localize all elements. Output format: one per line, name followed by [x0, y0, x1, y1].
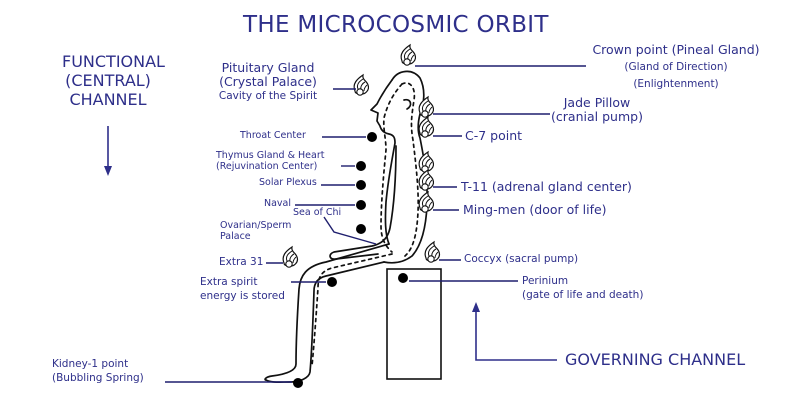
front-point-dots: [293, 132, 408, 388]
thymus-dot: [356, 161, 366, 171]
perinium-label: Perinium (gate of life and death): [522, 275, 643, 301]
solar-plexus-dot: [356, 180, 366, 190]
ovarian-dot: [356, 224, 366, 234]
functional-line3: CHANNEL: [69, 90, 147, 110]
t11-flame-upper-icon: [418, 151, 435, 173]
functional-arrow: [104, 126, 112, 176]
extra-spirit-line1: Extra spirit: [200, 276, 258, 288]
ming-men-flame-icon: [418, 191, 435, 213]
crown-line1: Crown point (Pineal Gland): [592, 42, 760, 57]
throat-dot: [367, 132, 377, 142]
kidney1-line1: Kidney-1 point: [52, 358, 129, 370]
crown-flame-icon: [400, 44, 417, 66]
pituitary-label: Pituitary Gland (Crystal Palace) Cavity …: [204, 60, 332, 102]
thymus-line1: Thymus Gland & Heart: [216, 150, 325, 161]
stool: [386, 268, 442, 380]
extra31-label: Extra 31: [219, 256, 264, 268]
naval-dot: [356, 200, 366, 210]
jade-pillow-line1: Jade Pillow: [563, 95, 631, 110]
governing-channel-label: GOVERNING CHANNEL: [565, 350, 746, 369]
extra-spirit-dot: [327, 277, 337, 287]
crown-line2: (Gland of Direction): [624, 61, 728, 74]
pituitary-line3: Cavity of the Spirit: [218, 89, 318, 102]
jade-pillow-flame-icon: [418, 96, 435, 118]
crown-line3: (Enlightenment): [633, 78, 719, 91]
sea-of-chi-label: Sea of Chi: [293, 207, 342, 218]
leader-lines: [165, 65, 586, 383]
c7-label: C-7 point: [465, 128, 523, 143]
extra-spirit-line2: energy is stored: [200, 290, 285, 303]
extra31-flame-icon: [282, 246, 299, 268]
thymus-line2: (Rejuvination Center): [216, 160, 318, 172]
functional-line2: (CENTRAL): [65, 71, 151, 91]
coccyx-label: Coccyx (sacral pump): [464, 253, 579, 265]
pituitary-line2: (Crystal Palace): [219, 74, 317, 90]
diagram-title: THE MICROCOSMIC ORBIT: [243, 12, 549, 38]
perinium-dot: [398, 273, 408, 283]
t11-label: T-11 (adrenal gland center): [461, 179, 632, 194]
perinium-line1: Perinium: [522, 275, 569, 287]
thymus-label: Thymus Gland & Heart (Rejuvination Cente…: [216, 150, 325, 173]
governing-arrow: [472, 302, 557, 361]
naval-label: Naval: [264, 198, 292, 209]
kidney1-line2: (Bubbling Spring): [52, 372, 144, 385]
functional-channel-label: FUNCTIONAL (CENTRAL) CHANNEL: [62, 52, 165, 110]
ovarian-line2: Palace: [220, 230, 251, 242]
pituitary-flame-icon: [353, 74, 370, 96]
kidney1-label: Kidney-1 point (Bubbling Spring): [52, 358, 144, 384]
orbit-channel-dotted: [311, 82, 420, 367]
extra-spirit-label: Extra spirit energy is stored: [200, 276, 285, 302]
throat-label: Throat Center: [240, 130, 306, 141]
coccyx-flame-icon: [424, 241, 441, 263]
jade-pillow-label: Jade Pillow (cranial pump): [549, 95, 645, 125]
crown-point-label: Crown point (Pineal Gland) (Gland of Dir…: [588, 42, 764, 91]
kidney1-dot: [293, 378, 303, 388]
ovarian-label: Ovarian/Sperm Palace: [220, 220, 292, 243]
ming-men-label: Ming-men (door of life): [463, 202, 607, 217]
c7-flame-icon: [418, 116, 435, 138]
pituitary-line1: Pituitary Gland: [221, 60, 315, 75]
t11-flame-icon: [418, 169, 435, 191]
functional-line1: FUNCTIONAL: [62, 52, 165, 71]
ovarian-line1: Ovarian/Sperm: [220, 220, 292, 231]
solar-plexus-label: Solar Plexus: [259, 177, 317, 188]
jade-pillow-line2: (cranial pump): [551, 109, 643, 125]
perinium-line2: (gate of life and death): [522, 289, 644, 302]
